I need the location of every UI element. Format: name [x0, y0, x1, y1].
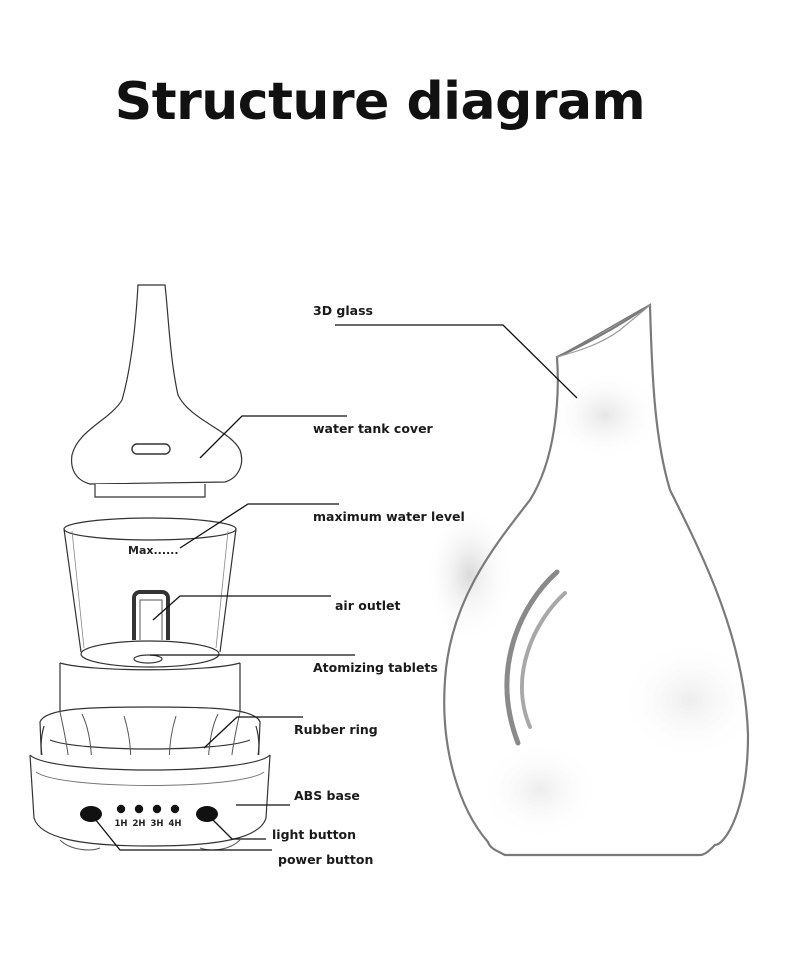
- label-abs-base: ABS base: [294, 788, 360, 803]
- leader-lines: [90, 324, 578, 851]
- leader-light-button: [206, 813, 266, 840]
- label-rubber-ring: Rubber ring: [294, 722, 378, 737]
- label-maximum-water-level: maximum water level: [313, 509, 465, 524]
- timer-led-1h: [116, 804, 126, 814]
- leader-rubber-ring: [203, 716, 303, 749]
- timer-label-1h: 1H: [114, 819, 127, 829]
- leader-glass: [335, 324, 578, 399]
- leader-cover: [199, 415, 347, 459]
- label-3d-glass: 3D glass: [313, 303, 373, 318]
- water-tank-drawing: [63, 517, 237, 668]
- labels: 3D glass water tank cover maximum water …: [272, 303, 465, 867]
- label-light-button: light button: [272, 827, 356, 842]
- water-tank-cover-drawing: [70, 284, 243, 498]
- abs-base-drawing: [29, 754, 271, 851]
- leader-air-outlet: [152, 595, 331, 621]
- timer-led-3h: [152, 804, 162, 814]
- max-level-marker: Max......: [128, 544, 179, 557]
- timer-label-4h: 4H: [168, 819, 181, 829]
- timer-label-2h: 2H: [132, 819, 145, 829]
- leader-max-level: [179, 503, 339, 549]
- timer-led-2h: [134, 804, 144, 814]
- timer-led-4h: [170, 804, 180, 814]
- glass-diffuser: [425, 303, 760, 857]
- leader-power-button: [90, 813, 272, 851]
- label-water-tank-cover: water tank cover: [313, 421, 434, 436]
- diagram-title: Structure diagram: [114, 72, 646, 132]
- label-power-button: power button: [278, 852, 373, 867]
- timer-indicators: 1H 2H 3H 4H: [114, 804, 182, 829]
- label-air-outlet: air outlet: [335, 598, 400, 613]
- timer-label-3h: 3H: [150, 819, 163, 829]
- exploded-view: 1H 2H 3H 4H Max......: [29, 284, 271, 851]
- label-atomizing-tablets: Atomizing tablets: [313, 660, 438, 675]
